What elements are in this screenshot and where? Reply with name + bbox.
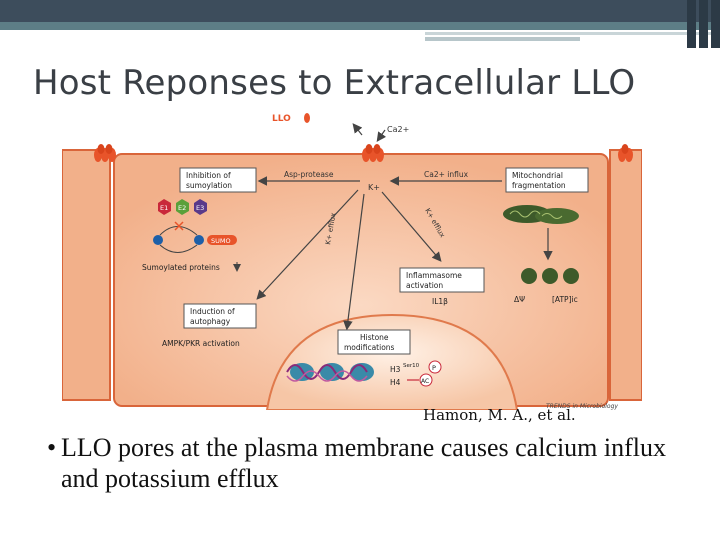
autophagy-line2: autophagy [190,317,231,326]
journal-credit: TRENDS in Microbiology [546,403,618,410]
chromatin [286,363,374,382]
autophagy-box [183,303,257,329]
sumo-label: SUMO [211,237,231,245]
inhibition-sumoylation-box [179,167,257,193]
autophagy-line1: Induction of [190,307,235,316]
bullet-marker: • [47,433,57,462]
histone-box [337,329,411,355]
atp-label: [ATP]ic [552,295,578,304]
header-thin-line [425,32,715,35]
e3-label: E3 [196,204,204,212]
llo-pore-center [362,144,384,162]
ca-influx-label: Ca2+ influx [424,170,469,179]
k-label: K+ [368,183,380,192]
ser10-label: Ser10 [403,363,420,369]
ampk-label: AMPK/PKR activation [162,339,240,348]
mito-fragmentation-line1: Mitochondrial [512,171,563,180]
mito-fragmentation-box [505,167,589,193]
neighbor-cell-right [609,149,642,401]
e1-label: E1 [160,204,168,212]
histone-line2: modifications [344,343,395,352]
llo-response-diagram: LLO Ca2+ K+ Inhibition of sumoylation As… [62,113,642,410]
sumoylated-proteins-label: Sumoylated proteins [142,263,220,272]
slide-title: Host Reponses to Extracellular LLO [33,63,636,103]
bullet-point: • LLO pores at the plasma membrane cause… [47,432,707,494]
delta-psi-label: ΔΨ [514,295,525,304]
citation: Hamon, M. A., et al. [423,406,576,424]
h4-label: H4 [390,378,401,387]
asp-protease-label: Asp-protease [284,170,334,179]
ca-top-label: Ca2+ [387,125,409,134]
histone-line1: Histone [360,333,389,342]
llo-label: LLO [272,114,291,124]
header-block [699,0,708,48]
bullet-text: LLO pores at the plasma membrane causes … [61,433,667,493]
mito-fragmentation-line2: fragmentation [512,181,566,190]
header-accent-stripe [0,22,720,30]
header-block [687,0,696,48]
inflammasome-line1: Inflammasome [406,271,462,280]
e2-label: E2 [178,204,186,212]
inhibition-sumoylation-line1: Inhibition of [186,171,231,180]
header-thin-line-short [425,37,580,41]
sumo-enzymes: E1 E2 E3 [158,199,207,215]
header-block [711,0,720,48]
h3-label: H3 [390,365,401,374]
llo-pore-left [94,144,116,162]
llo-pore-right [618,144,633,162]
inhibition-sumoylation-line2: sumoylation [186,181,232,190]
mitochondria [503,205,579,284]
inflammasome-line2: activation [406,281,443,290]
sumoylation-cycle: SUMO [153,221,237,253]
header-bar [0,0,720,48]
p-mark: P [432,364,436,372]
llo-toxin: LLO [272,113,310,124]
neighbor-cell-left [62,149,111,401]
ac-mark: AC [421,378,429,385]
inflammasome-box [399,267,485,293]
nucleus [265,313,519,410]
il1b-label: IL1β [432,297,448,306]
